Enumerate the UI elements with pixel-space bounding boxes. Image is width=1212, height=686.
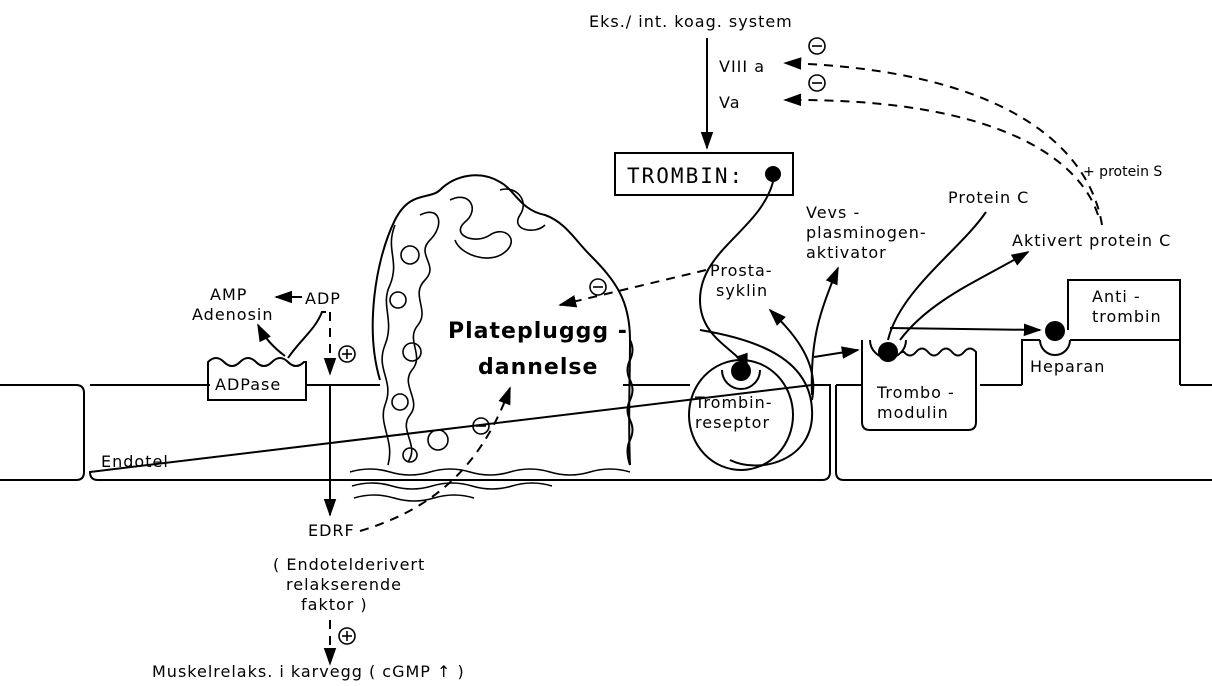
edrf-label: EDRF: [308, 521, 355, 540]
edrf-inhibits-plug-arrow: [360, 388, 510, 531]
apc-inhibits-va-arrow: [785, 100, 1098, 215]
edrf-desc-1: ( Endotelderivert: [273, 555, 425, 574]
apc-inhibits-viiia-arrow: [785, 63, 1102, 225]
vevs-pa-arrow: [812, 268, 838, 395]
prostasyklin-label-1: Prosta-: [710, 261, 773, 280]
platepluggdannelse-label-2: dannelse: [478, 355, 598, 380]
antitrombin-label-2: trombin: [1092, 307, 1162, 326]
adp-to-amp-arrow: [258, 325, 285, 356]
basement-wave-2: [352, 483, 552, 489]
muskelrelaks-label: Muskelrelaks. i karvegg ( cGMP ↑ ): [152, 662, 465, 681]
aktivert-protein-c-label: Aktivert protein C: [1012, 231, 1171, 250]
protein-c-label: Protein C: [948, 188, 1029, 207]
trombinreseptor-label-2: reseptor: [695, 413, 770, 432]
adpase-label: ADPase: [215, 375, 281, 394]
adp-label: ADP: [305, 289, 341, 308]
vevs-pa-label-3: aktivator: [806, 243, 887, 262]
edrf-desc-3: faktor ): [301, 595, 368, 614]
amp-label: AMP: [210, 285, 247, 304]
heparan-pocket: [1040, 340, 1070, 355]
trombin-label: TROMBIN:: [627, 164, 744, 188]
prostasyklin-inhibits-plug-arrow: [560, 270, 706, 305]
trombomodulin-bound-trombin: [878, 342, 898, 362]
basement-wave-1: [350, 469, 630, 475]
trombinreseptor-label-1: Trombin-: [694, 393, 773, 412]
antitrombin-label-1: Anti -: [1092, 287, 1141, 306]
prostasyklin-label-2: syklin: [716, 281, 768, 300]
trombomodulin-label-1: Trombo -: [876, 383, 955, 402]
vevs-pa-label-2: plasminogen-: [806, 223, 927, 242]
edrf-desc-2: relakserende: [286, 575, 402, 594]
aktivert-protein-c-arrow: [900, 252, 1028, 340]
trombomodulin-label-2: modulin: [877, 403, 949, 422]
heparan-bound-trombin: [1045, 321, 1065, 341]
factor-va-label: Va: [719, 93, 741, 112]
factor-viiia-label: VIII a: [719, 57, 765, 76]
heparan-label: Heparan: [1030, 357, 1105, 376]
trombin-active-site: [765, 166, 781, 182]
to-trombomodulin-arrow: [814, 350, 858, 357]
endotel-label: Endotel: [101, 452, 169, 471]
trombinreseptor-bound-trombin: [731, 361, 751, 381]
vevs-pa-label-1: Vevs -: [806, 203, 860, 222]
endotel-cell-left-edge: [0, 385, 84, 480]
to-antitrombin-arrow: [890, 328, 1040, 330]
endothelium-cells: [0, 385, 1212, 480]
protein-s-label: + protein S: [1083, 164, 1162, 180]
adpase-to-adp-line: [288, 312, 326, 358]
adenosin-label: Adenosin: [192, 305, 274, 324]
basement-wave-3: [354, 495, 474, 501]
coag-system-label: Eks./ int. koag. system: [589, 12, 793, 31]
platepluggdannelse-label-1: Platepluggg -: [448, 319, 628, 344]
